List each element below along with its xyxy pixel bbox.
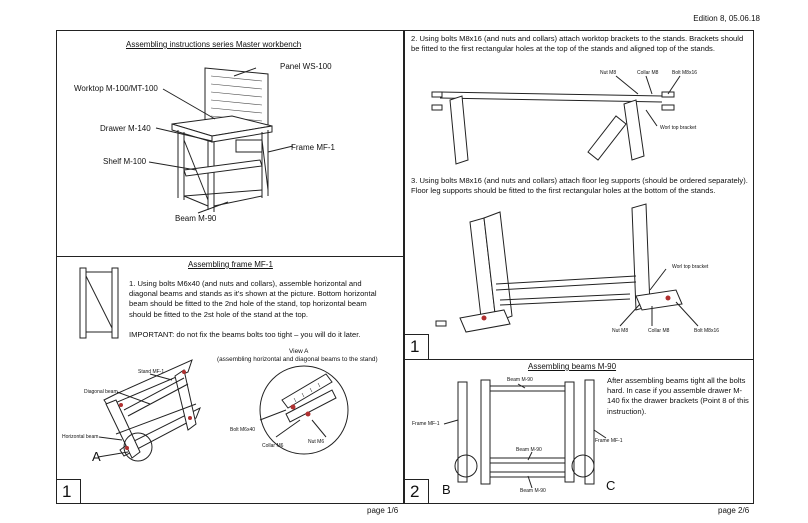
right-divider [404, 359, 754, 360]
frame-important-text: IMPORTANT: do not fix the beams bolts to… [129, 330, 361, 339]
step-number: 2 [410, 482, 420, 501]
beams-section-text: After assembling beams tight all the bol… [607, 376, 749, 416]
label-collar-m6: Collar M6 [262, 443, 284, 449]
view-a-title: View A [289, 348, 309, 355]
frame-section-title: Assembling frame MF-1 [188, 260, 273, 269]
label-c: C [606, 478, 616, 493]
step2-text: 2. Using bolts M8x16 (and nuts and colla… [411, 34, 744, 54]
label-b: B [442, 482, 451, 497]
label-bolt-m8-top: Bolt M8x16 [672, 70, 698, 76]
edition-label: Edition 8, 05.06.18 [693, 14, 760, 23]
label-worktop: Worktop M-100/MT-100 [74, 84, 158, 93]
label-bracket-floor: Worl top bracket [672, 264, 709, 270]
label-nut-m6: Nut M6 [308, 439, 325, 445]
label-a: A [92, 449, 101, 464]
overview-title: Assembling instructions series Master wo… [126, 40, 302, 49]
label-beam-bottom: Beam M-90 [520, 488, 546, 494]
label-frame-left: Frame MF-1 [412, 421, 440, 427]
step-number: 1 [62, 482, 72, 501]
label-collar-m8-floor: Collar M8 [648, 328, 670, 334]
label-frame-right: Frame MF-1 [595, 438, 623, 444]
label-beam: Beam M-90 [175, 214, 217, 223]
label-diagonal: Diagonal beam [84, 389, 118, 395]
label-drawer: Drawer M-140 [100, 124, 151, 133]
label-nut-m8-floor: Nut M8 [612, 328, 629, 334]
step3-text: 3. Using bolts M8x16 (and nuts and colla… [411, 176, 748, 196]
view-a-subtitle: (assembling horizontal and diagonal beam… [217, 356, 378, 363]
step-number: 1 [410, 337, 420, 356]
label-shelf: Shelf M-100 [103, 157, 147, 166]
step-box-2: 2 [404, 479, 429, 504]
frame-step1-text: 1. Using bolts M6x40 (and nuts and colla… [129, 279, 377, 319]
left-divider [56, 256, 404, 257]
step-box-1-left: 1 [56, 479, 81, 504]
label-bracket-top: Worl top bracket [660, 125, 697, 131]
label-horizontal: Horizontal beam [62, 434, 99, 440]
label-panel: Panel WS-100 [280, 62, 332, 71]
label-stand: Stand MF-1 [138, 369, 165, 375]
beams-section-title: Assembling beams M-90 [528, 362, 617, 371]
right-page-frame [404, 30, 754, 504]
page-number-left: page 1/6 [367, 506, 399, 515]
left-page-frame [56, 30, 404, 504]
label-beam-top: Beam M-90 [507, 377, 533, 383]
step-box-1-right: 1 [404, 334, 429, 359]
label-bolt-m6: Bolt M6x40 [230, 427, 256, 433]
label-beam-mid: Beam M-90 [516, 447, 542, 453]
label-bolt-m8-floor: Bolt M8x16 [694, 328, 720, 334]
label-nut-m8-top: Nut M8 [600, 70, 617, 76]
label-frame: Frame MF-1 [291, 143, 335, 152]
label-collar-m8-top: Collar M8 [637, 70, 659, 76]
page-number-right: page 2/6 [718, 506, 750, 515]
